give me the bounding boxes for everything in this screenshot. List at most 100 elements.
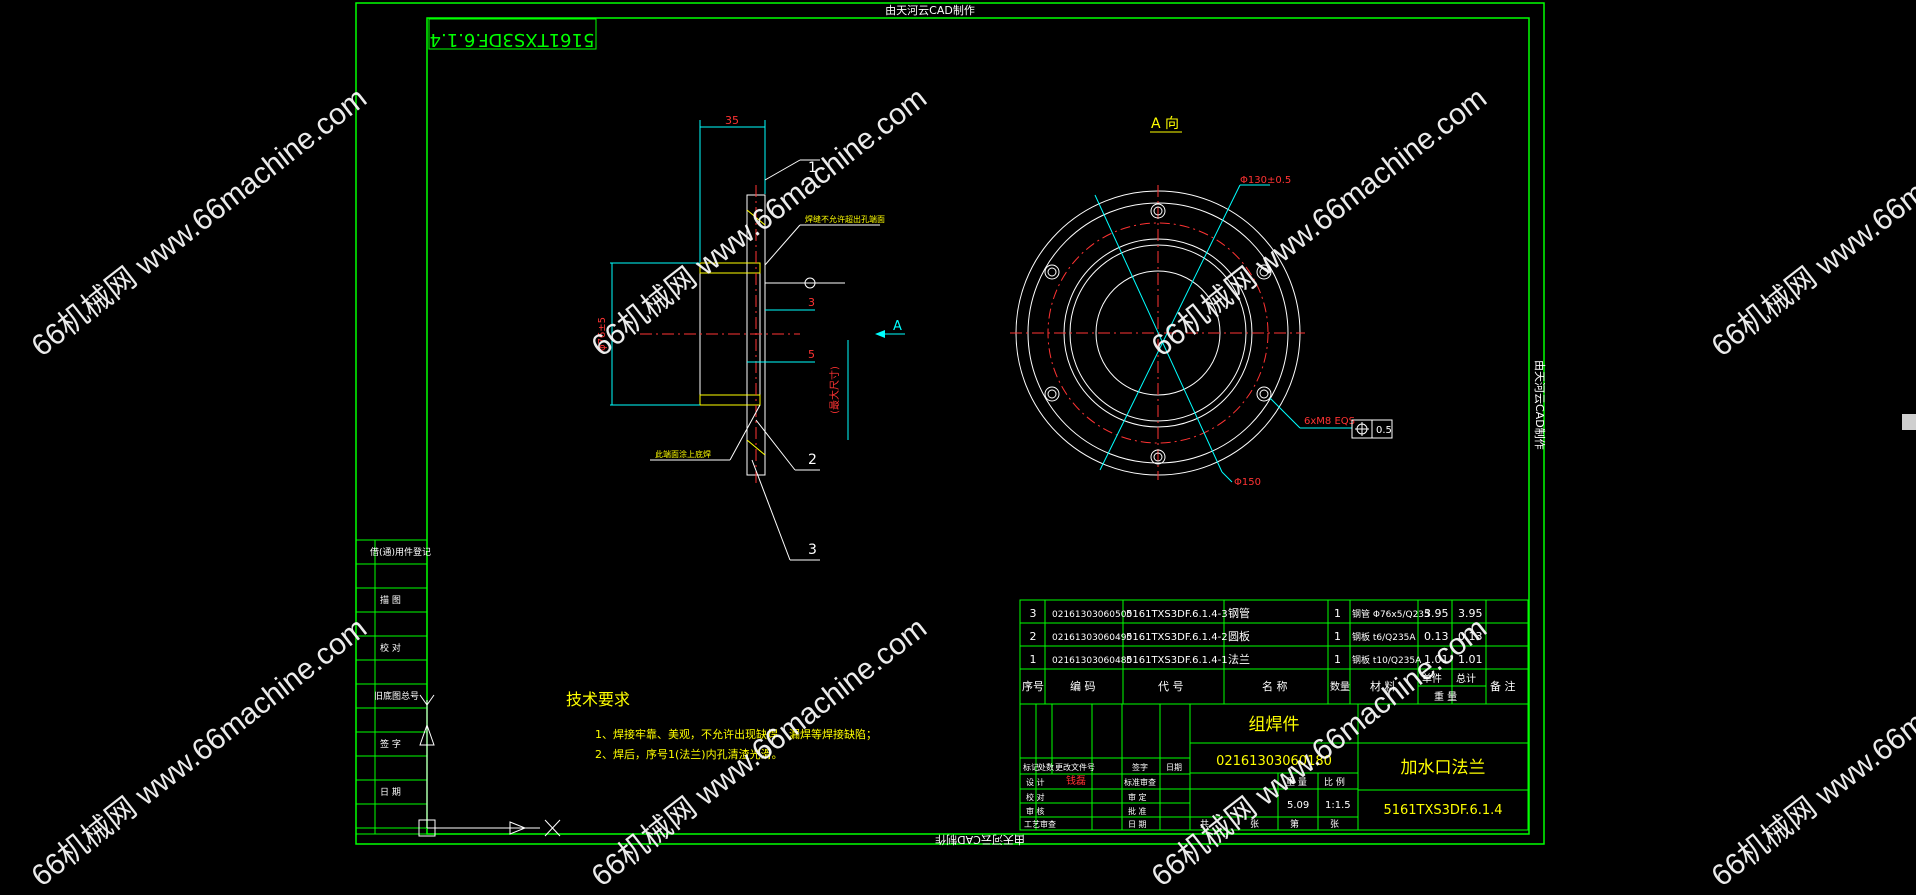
bom-cell: 3 — [1030, 607, 1037, 620]
scrollbar-thumb[interactable] — [1902, 414, 1916, 430]
bottom-caption: 由天河云CAD制作 — [935, 833, 1025, 847]
dim-5: 5 — [808, 348, 815, 361]
bom-weight-label: 重 量 — [1434, 690, 1457, 703]
bom-header: 材 料 — [1370, 679, 1396, 693]
section-view: 35 φ76±5 3 5 (最大尺寸) A 1 2 3 焊缝不允许超出孔端面 此… — [597, 114, 905, 561]
bom-header: 数量 — [1330, 680, 1350, 693]
tb-label: 重 量 — [1286, 776, 1307, 788]
bom-table — [1019, 599, 1529, 705]
bom-cell: 0216130306050​0 — [1052, 610, 1132, 620]
tb-label: 工艺审查 — [1024, 819, 1056, 829]
title-block-labels: 标记 处数 更改文件号 签字 日期 设 计 校 对 审 核 工艺审查 标准审查 … — [1023, 762, 1351, 830]
dim-3: 3 — [808, 296, 815, 309]
tb-scale: 1:1.5 — [1325, 800, 1351, 811]
bom-cell: 02161303060480 — [1052, 656, 1132, 666]
strip-label: 旧底图总号 — [374, 690, 419, 702]
dim-pcd: Φ130±0.5 — [1240, 175, 1291, 186]
tech-req-line-2: 2、焊后，序号1(法兰)内孔清渣光滑。 — [595, 747, 783, 761]
dim-od: Φ150 — [1234, 477, 1261, 488]
bom-header: 名 称 — [1262, 679, 1288, 693]
ucs-icon — [418, 694, 561, 837]
tb-label: 校 对 — [1026, 792, 1045, 802]
bom-cell: 圆板 — [1228, 629, 1250, 643]
weld-note-bottom: 此端面涂上底焊 — [655, 449, 711, 459]
bom-cell: 2 — [1030, 630, 1037, 643]
a-view: A 向 Φ130±0.5 Φ150 6xM8 EQS 0.5 — [1010, 116, 1393, 488]
bom-cell: 1.01 — [1458, 653, 1483, 666]
bom-headers: 序号 编 码 代 号 名 称 数量 材 料 单件 总计 备 注 重 量 — [1022, 672, 1516, 703]
tb-weight: 5.09 — [1287, 800, 1309, 811]
strip-label: 签 字 — [380, 738, 401, 750]
bom-cell: 1.01 — [1424, 653, 1449, 666]
tb-label: 张 — [1330, 819, 1339, 830]
left-strip-labels: 借(通)用件登记 描 图 校 对 旧底图总号 签 字 日 期 — [370, 546, 431, 798]
bom-header: 总计 — [1456, 672, 1476, 685]
tb-label: 标记 — [1023, 762, 1039, 772]
bom-cell: 钢管 Φ76x5/Q235 — [1352, 608, 1430, 620]
bom-cell: 02161303060490 — [1052, 633, 1132, 643]
bom-cell: 钢管 — [1228, 606, 1250, 620]
bom-header: 序号 — [1022, 679, 1044, 693]
part-name: 加水口法兰 — [1401, 758, 1486, 778]
tb-label: 审 核 — [1026, 806, 1045, 816]
tb-label: 比 例 — [1324, 776, 1345, 788]
callout-1: 1 — [808, 160, 817, 176]
bom-header: 编 码 — [1070, 679, 1096, 693]
strip-label: 日 期 — [380, 787, 401, 798]
red-dim-note: (最大尺寸) — [828, 366, 841, 414]
tech-req-title: 技术要求 — [566, 690, 630, 709]
callout-3: 3 — [808, 542, 817, 558]
bom-cell: 0.13 — [1424, 630, 1449, 643]
dim-35: 35 — [725, 114, 739, 127]
tb-label: 标准审查 — [1124, 777, 1156, 787]
tb-label: 第 — [1290, 818, 1299, 830]
strip-label: 借(通)用件登记 — [370, 546, 431, 558]
tb-label: 设 计 — [1026, 777, 1045, 787]
strip-label: 描 图 — [380, 594, 401, 606]
bom-cell: 0.13 — [1458, 630, 1483, 643]
tb-label: 更改文件号 — [1055, 762, 1095, 772]
bom-cell: 3.95 — [1424, 607, 1449, 620]
drawing-no-stamp: 5161TXS3DF.6.1.4 — [430, 29, 595, 50]
bom-cell: 1 — [1334, 630, 1341, 643]
bom-cell: 5161TXS3DF.6.1.4-1 — [1126, 655, 1228, 666]
tb-label: 处数 — [1038, 762, 1054, 772]
a-view-title: A 向 — [1151, 116, 1179, 132]
tb-label: 批 准 — [1128, 806, 1147, 816]
cad-drawing[interactable]: 由天河云CAD制作 由天河云CAD制作 由天河云CAD制作 5161TXS3DF… — [0, 0, 1916, 847]
tb-label: 签字 — [1132, 762, 1148, 772]
bom-header: 单件 — [1422, 673, 1442, 685]
tb-label: 日期 — [1166, 763, 1182, 772]
bom-cell: 5161TXS3DF.6.1.4-2 — [1126, 632, 1228, 643]
bolt-note: 6xM8 EQS — [1304, 416, 1355, 427]
outer-frame — [355, 2, 1545, 845]
bom-cell: 3.95 — [1458, 607, 1483, 620]
tb-label: 共 — [1200, 819, 1209, 830]
view-label-A: A — [893, 319, 902, 334]
bom-cell: 钢板 t6/Q235A — [1352, 631, 1416, 643]
bom-cell: 法兰 — [1228, 652, 1250, 666]
tb-label: 日 期 — [1128, 820, 1147, 829]
bom-cell: 1 — [1334, 653, 1341, 666]
tb-label: 张 — [1250, 819, 1259, 830]
stamp-box — [428, 18, 597, 50]
bom-cell: 1 — [1334, 607, 1341, 620]
dim-phi: φ76±5 — [597, 317, 608, 351]
inner-frame — [426, 17, 1530, 835]
tol-value: 0.5 — [1376, 425, 1392, 436]
bom-rows: 3 0216130306050​0 5161TXS3DF.6.1.4-3 钢管 … — [1030, 606, 1483, 666]
strip-label: 校 对 — [380, 642, 401, 654]
tech-req-line-1: 1、焊接牢靠、美观，不允许出现缺焊、漏焊等焊接缺陷； — [595, 727, 877, 741]
left-strip — [355, 539, 428, 835]
designer-signature: 钱磊 — [1066, 774, 1086, 787]
assembly-type: 组焊件 — [1249, 715, 1300, 735]
bom-header: 备 注 — [1490, 679, 1516, 693]
callout-2: 2 — [808, 452, 817, 468]
weld-note-top: 焊缝不允许超出孔端面 — [805, 214, 885, 224]
bom-cell: 5161TXS3DF.6.1.4-3 — [1126, 609, 1228, 620]
tb-label: 审 定 — [1128, 792, 1147, 802]
bom-cell: 钢板 t10/Q235A — [1352, 654, 1422, 666]
title-block-grid — [1019, 703, 1529, 831]
top-caption: 由天河云CAD制作 — [885, 3, 975, 17]
side-caption: 由天河云CAD制作 — [1533, 360, 1547, 450]
